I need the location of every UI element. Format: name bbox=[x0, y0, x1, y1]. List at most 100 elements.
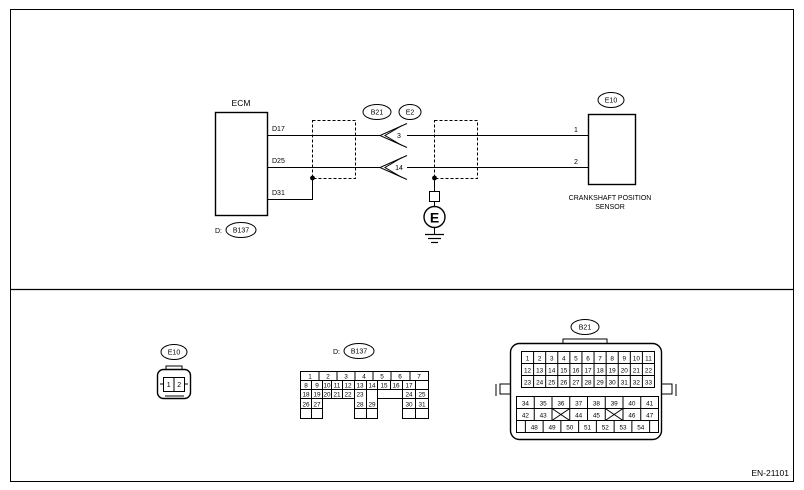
svg-text:41: 41 bbox=[646, 401, 654, 408]
sensor-pin-2: 2 bbox=[574, 159, 578, 166]
svg-text:34: 34 bbox=[522, 401, 530, 408]
connector-face-b21 bbox=[495, 338, 677, 441]
connector-oval-b21-bottom bbox=[570, 319, 600, 335]
sensor-label-line-2: SENSOR bbox=[595, 204, 625, 211]
svg-text:13: 13 bbox=[536, 368, 544, 375]
svg-text:52: 52 bbox=[602, 425, 610, 432]
svg-text:29: 29 bbox=[368, 402, 376, 409]
connector-label-b21: B21 bbox=[371, 110, 384, 117]
e10-face-pin-1: 1 bbox=[167, 382, 171, 389]
connector-label-e10-top: E10 bbox=[605, 98, 618, 105]
svg-text:54: 54 bbox=[637, 425, 645, 432]
svg-text:25: 25 bbox=[418, 392, 426, 399]
connector-label-b21-bottom: B21 bbox=[579, 325, 592, 332]
ecm-connector-prefix: D: bbox=[215, 228, 222, 235]
svg-text:21: 21 bbox=[633, 368, 641, 375]
svg-text:15: 15 bbox=[380, 383, 388, 390]
svg-text:6: 6 bbox=[586, 356, 590, 363]
connector-triangle-pin-14 bbox=[378, 155, 408, 180]
svg-text:7: 7 bbox=[417, 374, 421, 381]
svg-text:28: 28 bbox=[356, 402, 364, 409]
svg-text:13: 13 bbox=[356, 383, 364, 390]
ground-symbol-label: E bbox=[430, 210, 439, 226]
connector-label-e10-bottom: E10 bbox=[168, 350, 181, 357]
svg-text:20: 20 bbox=[621, 368, 629, 375]
connector-oval-b137-top bbox=[225, 222, 257, 238]
shield-left bbox=[312, 120, 356, 179]
figure-code: EN-21101 bbox=[751, 468, 789, 478]
svg-text:29: 29 bbox=[597, 380, 605, 387]
joint-pin-3: 3 bbox=[397, 133, 401, 140]
svg-text:48: 48 bbox=[531, 425, 539, 432]
diagram-frame bbox=[10, 9, 794, 482]
svg-text:26: 26 bbox=[560, 380, 568, 387]
svg-text:19: 19 bbox=[609, 368, 617, 375]
b21-face-grid bbox=[516, 351, 659, 433]
svg-text:38: 38 bbox=[593, 401, 601, 408]
svg-text:21: 21 bbox=[333, 392, 341, 399]
e10-face-pin-2: 2 bbox=[177, 382, 181, 389]
svg-text:44: 44 bbox=[575, 413, 583, 420]
svg-text:10: 10 bbox=[633, 356, 641, 363]
ecm-box bbox=[214, 111, 269, 217]
svg-text:8: 8 bbox=[304, 383, 308, 390]
svg-text:24: 24 bbox=[536, 380, 544, 387]
sensor-label-line-1: CRANKSHAFT POSITION bbox=[569, 195, 652, 202]
connector-face-b137 bbox=[300, 371, 429, 419]
svg-text:18: 18 bbox=[597, 368, 605, 375]
connector-oval-e2 bbox=[398, 104, 422, 120]
svg-text:43: 43 bbox=[540, 413, 548, 420]
svg-text:22: 22 bbox=[645, 368, 653, 375]
svg-text:14: 14 bbox=[368, 383, 376, 390]
svg-text:37: 37 bbox=[575, 401, 583, 408]
svg-text:23: 23 bbox=[356, 392, 364, 399]
svg-text:17: 17 bbox=[584, 368, 592, 375]
svg-text:47: 47 bbox=[646, 413, 654, 420]
svg-text:42: 42 bbox=[522, 413, 530, 420]
svg-text:3: 3 bbox=[344, 374, 348, 381]
svg-text:22: 22 bbox=[344, 392, 352, 399]
joint-pin-14: 14 bbox=[395, 165, 403, 172]
svg-text:11: 11 bbox=[334, 383, 341, 390]
ecm-pin-d31: D31 bbox=[272, 190, 285, 197]
svg-text:49: 49 bbox=[548, 425, 556, 432]
svg-text:8: 8 bbox=[610, 356, 614, 363]
svg-text:46: 46 bbox=[628, 413, 636, 420]
svg-text:31: 31 bbox=[418, 402, 426, 409]
svg-text:45: 45 bbox=[593, 413, 601, 420]
svg-text:2: 2 bbox=[538, 356, 542, 363]
svg-text:10: 10 bbox=[323, 383, 331, 390]
svg-text:31: 31 bbox=[621, 380, 629, 387]
connector-triangle-pin-3 bbox=[378, 123, 408, 148]
svg-text:16: 16 bbox=[572, 368, 580, 375]
connector-oval-e10-top bbox=[597, 92, 625, 108]
svg-text:7: 7 bbox=[598, 356, 602, 363]
svg-text:2: 2 bbox=[326, 374, 330, 381]
sensor-box bbox=[587, 113, 637, 186]
sensor-pin-1: 1 bbox=[574, 127, 578, 134]
svg-text:25: 25 bbox=[548, 380, 556, 387]
splice-point-left bbox=[310, 175, 315, 181]
svg-text:9: 9 bbox=[622, 356, 626, 363]
connector-label-b137-top: B137 bbox=[233, 228, 249, 235]
ecm-pin-d17: D17 bbox=[272, 126, 285, 133]
svg-text:4: 4 bbox=[562, 356, 566, 363]
svg-text:32: 32 bbox=[633, 380, 641, 387]
svg-text:50: 50 bbox=[566, 425, 574, 432]
svg-text:27: 27 bbox=[313, 402, 321, 409]
svg-text:23: 23 bbox=[524, 380, 532, 387]
ground-terminal bbox=[429, 191, 440, 202]
svg-text:33: 33 bbox=[645, 380, 653, 387]
connector-label-e2: E2 bbox=[406, 110, 415, 117]
svg-text:3: 3 bbox=[550, 356, 554, 363]
connector-oval-e10-bottom bbox=[160, 344, 188, 360]
svg-text:9: 9 bbox=[315, 383, 319, 390]
svg-text:6: 6 bbox=[398, 374, 402, 381]
ecm-label: ECM bbox=[232, 98, 251, 108]
svg-text:40: 40 bbox=[628, 401, 636, 408]
connector-oval-b137-bottom bbox=[343, 343, 375, 359]
shield-right bbox=[434, 120, 478, 179]
